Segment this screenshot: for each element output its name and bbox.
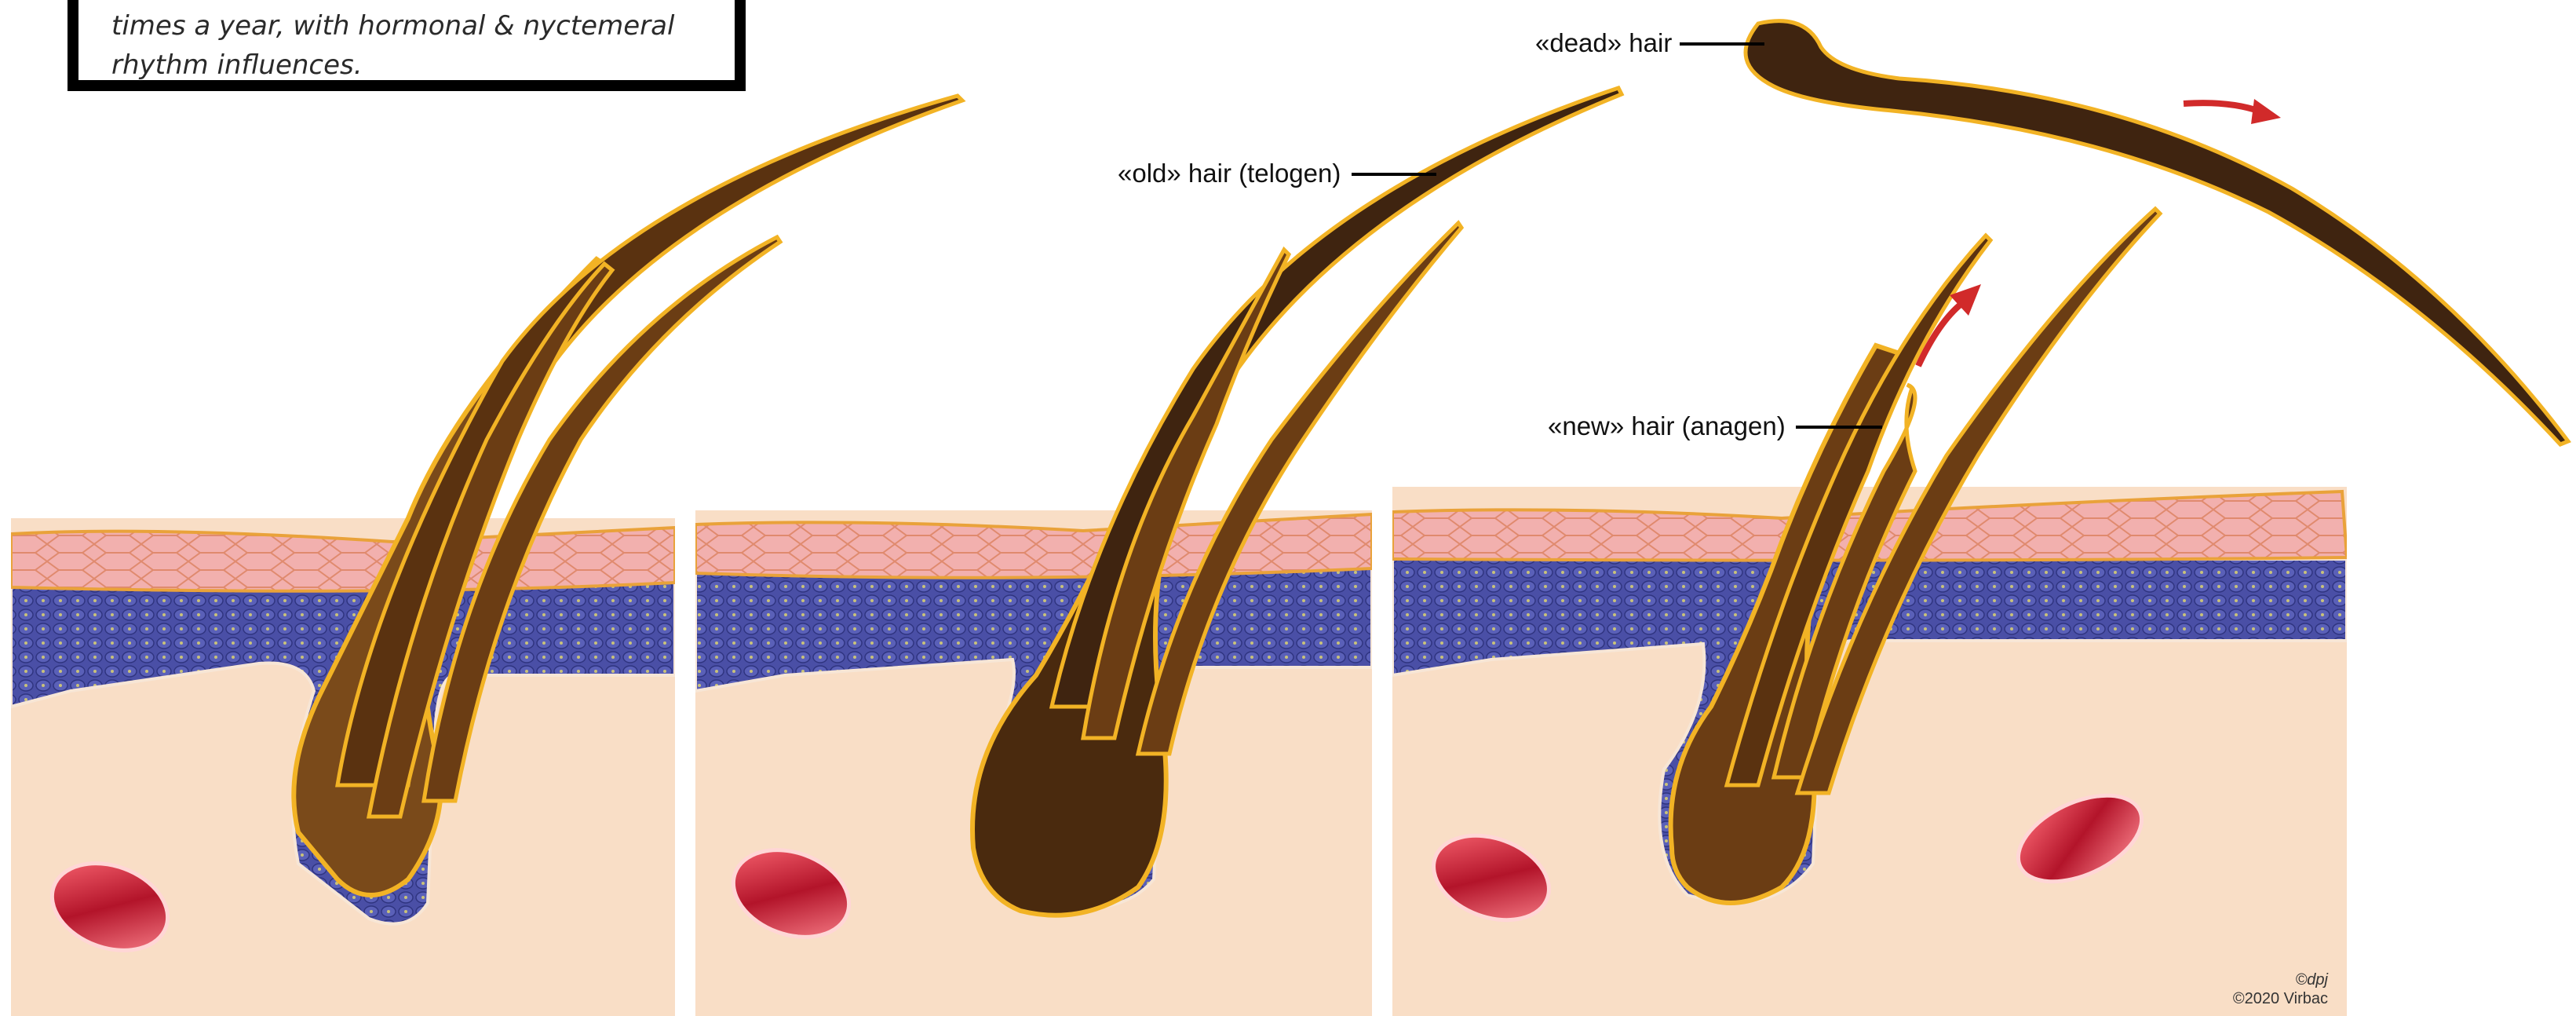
stratum-corneum (11, 528, 675, 591)
caption-box: times a year, with hormonal & nyctemeral… (68, 0, 746, 91)
dead-hair-label: «dead» hair (1535, 28, 1672, 58)
caption-line: times a year, with hormonal & nyctemeral (111, 6, 706, 46)
new-hair-label: «new» hair (anagen) (1548, 411, 1786, 441)
panel-3 (1392, 209, 2347, 1016)
old-hair-label: «old» hair (telogen) (1118, 159, 1341, 188)
copyright-credit: ©2020 Virbac (2166, 989, 2328, 1008)
caption-line: rhythm influences. (111, 46, 706, 85)
shedding-arrow-icon (2184, 99, 2281, 124)
author-credit: ©dpj (2166, 970, 2328, 989)
credit: ©dpj ©2020 Virbac (2166, 970, 2328, 1008)
